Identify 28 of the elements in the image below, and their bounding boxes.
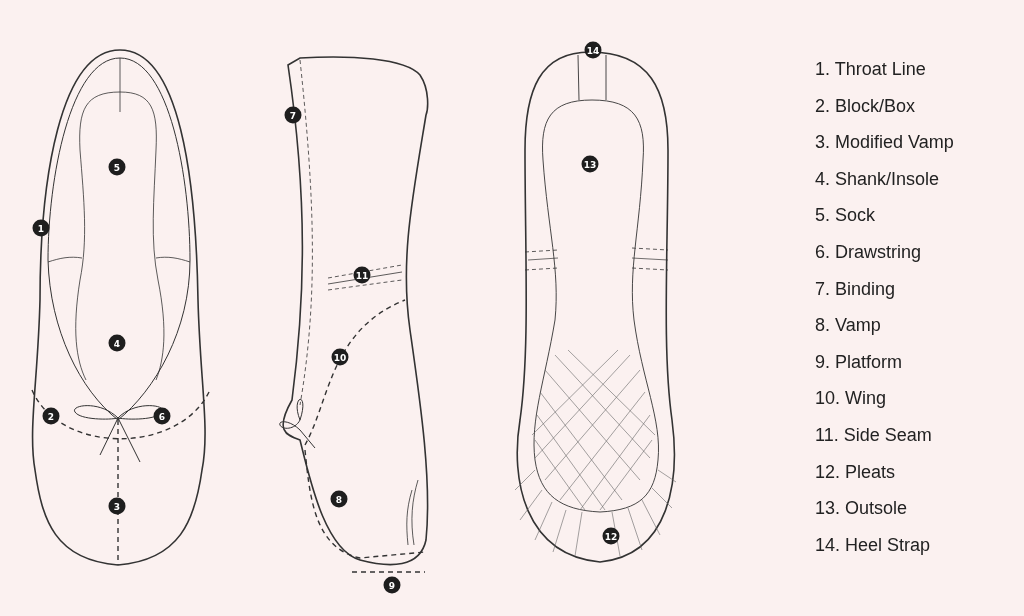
callout-number: 10	[331, 348, 349, 366]
callout-number: 1	[32, 219, 50, 237]
callout-number: 8	[330, 490, 348, 508]
part-name-label: 12. Pleats	[815, 461, 896, 483]
part-name-label: 10. Wing	[815, 388, 887, 410]
part-name-label: 3. Modified Vamp	[815, 132, 954, 154]
callout-number: 3	[108, 497, 126, 515]
part-name-label: 9. Platform	[815, 351, 903, 373]
part-name-label: 14. Heel Strap	[815, 534, 931, 556]
callout-number: 6	[153, 407, 171, 425]
part-name-label: 8. Vamp	[815, 315, 881, 337]
callout-number: 12	[602, 527, 620, 545]
part-name-label: 5. Sock	[815, 205, 876, 227]
callout-number: 13	[581, 155, 599, 173]
part-name-label: 4. Shank/Insole	[815, 168, 940, 190]
callout-number: 11	[353, 266, 371, 284]
part-name-label: 11. Side Seam	[815, 425, 932, 446]
callout-number: 14	[584, 41, 602, 59]
callout-number: 2	[42, 407, 60, 425]
callout-number: 5	[108, 158, 126, 176]
part-name-label: 1. Throat Line	[815, 59, 926, 80]
part-name-label: 2. Block/Box	[815, 95, 916, 117]
callout-number: 9	[383, 576, 401, 594]
callout-number: 7	[284, 106, 302, 124]
part-name-label: 13. Outsole	[815, 498, 908, 520]
part-name-label: 6. Drawstring	[815, 242, 922, 263]
callout-number: 4	[108, 334, 126, 352]
part-name-label: 7. Binding	[815, 278, 896, 300]
